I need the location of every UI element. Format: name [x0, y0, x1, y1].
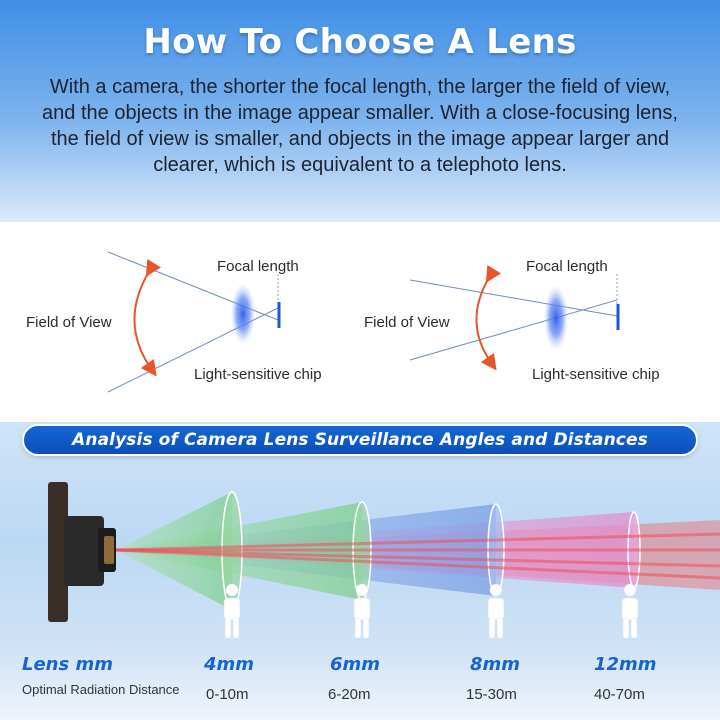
distance-value-8mm: 15-30m	[466, 686, 517, 703]
analysis-banner: Analysis of Camera Lens Surveillance Ang…	[22, 424, 698, 456]
chip-label: Light-sensitive chip	[194, 366, 322, 383]
analysis-banner-text: Analysis of Camera Lens Surveillance Ang…	[72, 430, 648, 450]
person-icon-8mm	[487, 583, 505, 639]
diagram-telephoto	[409, 265, 620, 371]
person-icon-4mm	[223, 583, 241, 639]
distance-value-6mm: 6-20m	[328, 686, 371, 703]
lens-value-8mm: 8mm	[470, 654, 521, 675]
diagram-wide-angle	[107, 251, 281, 393]
distance-value-12mm: 40-70m	[594, 686, 645, 703]
fov-ray-top	[409, 279, 618, 317]
coverage-cones-graphic	[48, 482, 720, 639]
header-band	[0, 0, 720, 222]
lens-diagrams: Focal length Field of View Light-sensiti…	[0, 222, 720, 422]
chip-label: Light-sensitive chip	[532, 366, 660, 383]
distance-value-4mm: 0-10m	[206, 686, 249, 703]
person-icon-12mm	[621, 583, 639, 639]
fov-label: Field of View	[26, 314, 112, 331]
lens-icon	[544, 286, 568, 350]
fov-ray-bottom	[409, 299, 618, 361]
intro-paragraph: With a camera, the shorter the focal len…	[42, 76, 678, 176]
lens-mm-heading: Lens mm	[22, 654, 113, 675]
lens-diagram-graphics	[107, 251, 620, 393]
lens-value-12mm: 12mm	[594, 654, 657, 675]
person-icon-6mm	[353, 583, 371, 639]
fov-arc-arrow	[133, 258, 162, 377]
camera-icon	[48, 482, 116, 622]
lens-icon	[231, 284, 255, 344]
focal-length-label: Focal length	[217, 258, 299, 275]
fov-label: Field of View	[364, 314, 450, 331]
page-title: How To Choose A Lens	[143, 22, 577, 62]
fov-arc-arrow	[475, 265, 501, 371]
lens-value-4mm: 4mm	[204, 654, 255, 675]
light-rays	[115, 532, 720, 580]
distance-label: Optimal Radiation Distance	[22, 682, 180, 697]
focal-length-label: Focal length	[526, 258, 608, 275]
lens-value-6mm: 6mm	[330, 654, 381, 675]
